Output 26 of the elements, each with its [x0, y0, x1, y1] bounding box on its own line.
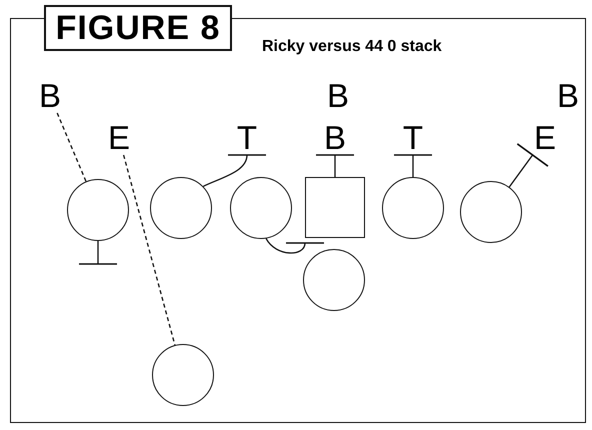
figure-title: FIGURE 8 [44, 5, 232, 51]
player-circle [382, 177, 444, 239]
player-circle [67, 179, 129, 241]
defender-letter: B [320, 123, 350, 153]
block-line [393, 154, 433, 177]
block-line [78, 241, 118, 265]
player-circle [152, 344, 214, 406]
defender-letter: E [530, 123, 560, 153]
defender-letter: E [104, 123, 134, 153]
block-line [508, 143, 549, 188]
defender-letter: B [35, 81, 65, 111]
block-line [266, 238, 324, 254]
dashed-path-line [122, 154, 176, 346]
player-circle [150, 177, 212, 239]
block-line [202, 152, 267, 187]
defender-letter: B [323, 81, 353, 111]
block-line [315, 154, 355, 177]
center-square [305, 177, 365, 238]
defender-letter: B [553, 81, 583, 111]
defender-letter: T [398, 123, 428, 153]
subtitle: Ricky versus 44 0 stack [262, 38, 442, 56]
dashed-path-line [56, 112, 87, 182]
player-circle [460, 181, 522, 243]
defender-letter: T [232, 123, 262, 153]
player-circle [303, 249, 365, 311]
player-circle [230, 177, 292, 239]
